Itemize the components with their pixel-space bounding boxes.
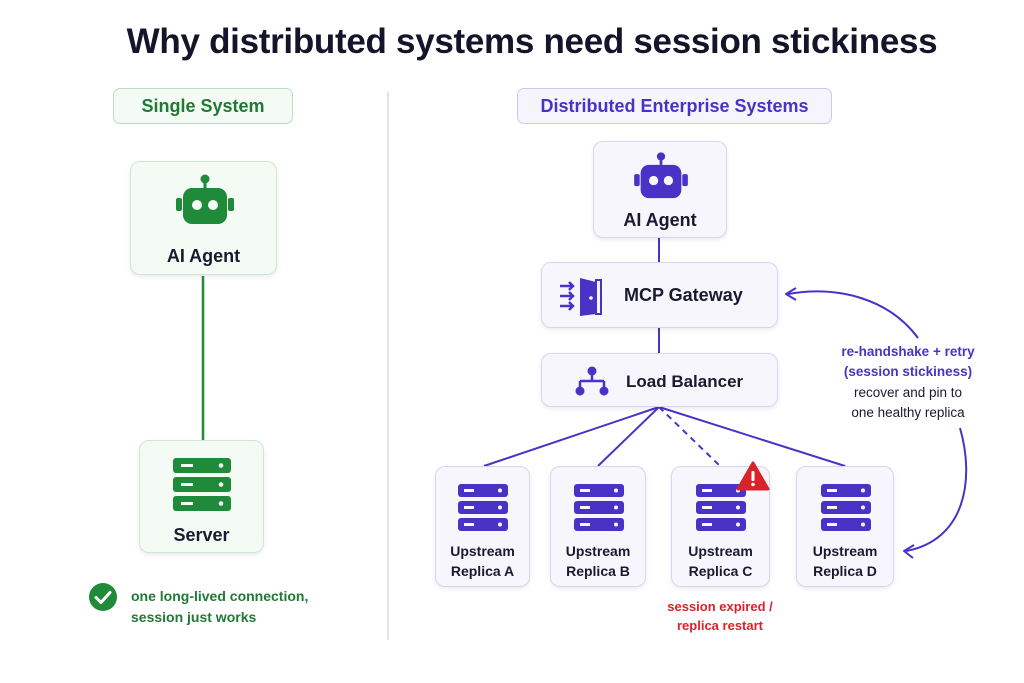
replica-a-line1: Upstream xyxy=(450,543,515,559)
replica-c-line1: Upstream xyxy=(688,543,753,559)
server-icon xyxy=(821,484,871,531)
single-server-label: Server xyxy=(173,525,230,545)
section-divider xyxy=(387,92,389,640)
single-note-line2: session just works xyxy=(131,609,257,625)
distributed-agent-box: AI Agent xyxy=(593,141,727,238)
single-agent-box: AI Agent xyxy=(130,161,277,275)
replica-d-line1: Upstream xyxy=(812,543,878,559)
single-agent-label: AI Agent xyxy=(166,246,241,266)
gateway-door-icon xyxy=(560,278,602,316)
lb-replica-b-line xyxy=(597,406,660,467)
server-icon xyxy=(173,458,231,511)
single-server-box: Server xyxy=(139,440,264,553)
single-note-line1: one long-lived connection, xyxy=(131,588,309,604)
replica-b-box: Upstream Replica B xyxy=(550,466,646,587)
distributed-systems-heading: Distributed Enterprise Systems xyxy=(517,88,832,124)
failure-note-line1: session expired / xyxy=(667,599,773,614)
lb-replica-c-dashed-line xyxy=(658,406,721,467)
retry-note-line3: recover and pin to xyxy=(853,385,963,400)
retry-arrow-to-gateway xyxy=(787,290,919,339)
replica-b-line2: Replica B xyxy=(566,563,630,579)
server-icon xyxy=(696,484,746,531)
check-circle-icon xyxy=(89,583,117,611)
page-title: Why distributed systems need session sti… xyxy=(126,22,938,61)
lb-replica-d-line xyxy=(658,406,846,467)
retry-note-line1: re-handshake + retry xyxy=(841,344,975,359)
load-balancer-box: Load Balancer xyxy=(541,353,778,407)
failure-note-line2: replica restart xyxy=(677,618,763,633)
retry-note-line4: one healthy replica xyxy=(851,405,965,420)
retry-arrow-to-replica-d xyxy=(905,427,968,552)
replica-b-line1: Upstream xyxy=(565,543,631,559)
lb-replica-a-line xyxy=(483,406,660,467)
hierarchy-icon xyxy=(575,366,609,396)
replica-d-line2: Replica D xyxy=(813,563,877,579)
mcp-gateway-box: MCP Gateway xyxy=(541,262,778,328)
warning-icon xyxy=(736,461,770,491)
single-system-heading: Single System xyxy=(113,88,293,124)
retry-note-line2: (session stickiness) xyxy=(843,364,973,379)
replica-d-box: Upstream Replica D xyxy=(796,466,894,587)
robot-icon xyxy=(176,174,234,224)
robot-icon xyxy=(634,152,688,199)
mcp-gateway-label: MCP Gateway xyxy=(624,285,743,305)
replica-c-line2: Replica C xyxy=(688,563,753,579)
server-icon xyxy=(574,484,624,531)
replica-a-line2: Replica A xyxy=(450,563,515,579)
load-balancer-label: Load Balancer xyxy=(626,372,744,391)
distributed-agent-label: AI Agent xyxy=(623,210,697,230)
replica-a-box: Upstream Replica A xyxy=(435,466,530,587)
server-icon xyxy=(458,484,508,531)
